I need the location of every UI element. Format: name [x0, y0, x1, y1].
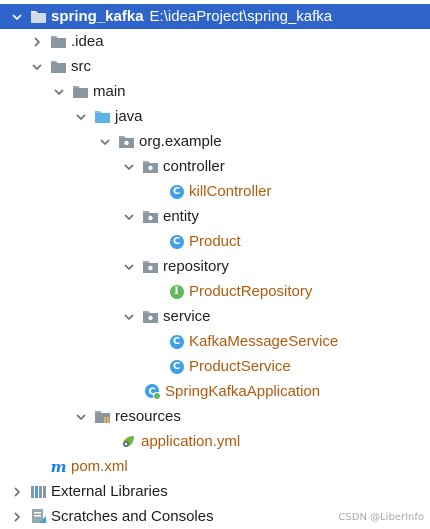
class-icon: C	[168, 358, 185, 375]
spring-boot-application-icon: C	[144, 383, 161, 400]
class-icon: C	[168, 183, 185, 200]
chevron-right-icon[interactable]	[30, 35, 44, 49]
pom-label: pom.xml	[71, 458, 128, 475]
product-service-label: ProductService	[189, 358, 291, 375]
src-folder-label: src	[71, 58, 91, 75]
chevron-down-icon[interactable]	[122, 260, 136, 274]
tree-row-java[interactable]: java	[0, 104, 430, 129]
tree-row-entity[interactable]: entity	[0, 204, 430, 229]
folder-icon	[50, 33, 67, 50]
controller-package-label: controller	[163, 158, 225, 175]
package-label: org.example	[139, 133, 222, 150]
tree-row-package[interactable]: org.example	[0, 129, 430, 154]
scratches-label: Scratches and Consoles	[51, 508, 214, 525]
external-libraries-label: External Libraries	[51, 483, 168, 500]
chevron-down-icon[interactable]	[122, 310, 136, 324]
tree-row-main[interactable]: main	[0, 79, 430, 104]
package-icon	[142, 208, 159, 225]
main-folder-label: main	[93, 83, 126, 100]
folder-icon	[30, 8, 47, 25]
java-folder-label: java	[115, 108, 143, 125]
tree-row-repository[interactable]: repository	[0, 254, 430, 279]
package-icon	[142, 258, 159, 275]
tree-row-controller[interactable]: controller	[0, 154, 430, 179]
entity-package-label: entity	[163, 208, 199, 225]
class-icon: C	[168, 233, 185, 250]
package-icon	[118, 133, 135, 150]
chevron-down-icon[interactable]	[10, 10, 24, 24]
repository-package-label: repository	[163, 258, 229, 275]
chevron-right-icon[interactable]	[10, 510, 24, 524]
kill-controller-label: killController	[189, 183, 272, 200]
project-name: spring_kafka	[51, 8, 144, 25]
tree-row-spring-application[interactable]: C SpringKafkaApplication	[0, 379, 430, 404]
package-icon	[142, 158, 159, 175]
tree-row-product-repository[interactable]: I ProductRepository	[0, 279, 430, 304]
tree-row-pom[interactable]: m pom.xml	[0, 454, 430, 479]
resources-folder-label: resources	[115, 408, 181, 425]
tree-row-scratches[interactable]: Scratches and Consoles	[0, 504, 430, 529]
chevron-down-icon[interactable]	[30, 60, 44, 74]
spring-application-label: SpringKafkaApplication	[165, 383, 321, 400]
tree-row-application-yml[interactable]: application.yml	[0, 429, 430, 454]
kafka-message-service-label: KafkaMessageService	[189, 333, 339, 350]
tree-row-product-service[interactable]: C ProductService	[0, 354, 430, 379]
tree-row-kafka-message-service[interactable]: C KafkaMessageService	[0, 329, 430, 354]
product-repository-label: ProductRepository	[189, 283, 313, 300]
tree-row-service[interactable]: service	[0, 304, 430, 329]
idea-folder-label: .idea	[71, 33, 104, 50]
chevron-down-icon[interactable]	[122, 160, 136, 174]
chevron-right-icon[interactable]	[10, 485, 24, 499]
interface-icon: I	[168, 283, 185, 300]
source-folder-icon	[94, 108, 111, 125]
tree-row-external-libraries[interactable]: External Libraries	[0, 479, 430, 504]
tree-row-kill-controller[interactable]: C killController	[0, 179, 430, 204]
project-path: E:\ideaProject\spring_kafka	[149, 8, 333, 25]
package-icon	[142, 308, 159, 325]
tree-row-product[interactable]: C Product	[0, 229, 430, 254]
maven-icon: m	[50, 457, 67, 476]
yaml-config-icon	[120, 433, 137, 450]
tree-row-idea[interactable]: .idea	[0, 29, 430, 54]
chevron-down-icon[interactable]	[74, 410, 88, 424]
chevron-down-icon[interactable]	[74, 110, 88, 124]
svg-text:C: C	[148, 387, 155, 398]
application-yml-label: application.yml	[141, 433, 241, 450]
tree-row-resources[interactable]: resources	[0, 404, 430, 429]
product-label: Product	[189, 233, 241, 250]
scratches-icon	[30, 508, 47, 525]
chevron-down-icon[interactable]	[98, 135, 112, 149]
watermark: CSDN @LiberInfo	[338, 512, 424, 523]
folder-icon	[72, 83, 89, 100]
folder-icon	[50, 58, 67, 75]
resources-folder-icon	[94, 408, 111, 425]
chevron-down-icon[interactable]	[52, 85, 66, 99]
external-libraries-icon	[30, 483, 47, 500]
chevron-down-icon[interactable]	[122, 210, 136, 224]
tree-row-project-root[interactable]: spring_kafka E:\ideaProject\spring_kafka	[0, 4, 430, 29]
tree-row-src[interactable]: src	[0, 54, 430, 79]
service-package-label: service	[163, 308, 211, 325]
class-icon: C	[168, 333, 185, 350]
